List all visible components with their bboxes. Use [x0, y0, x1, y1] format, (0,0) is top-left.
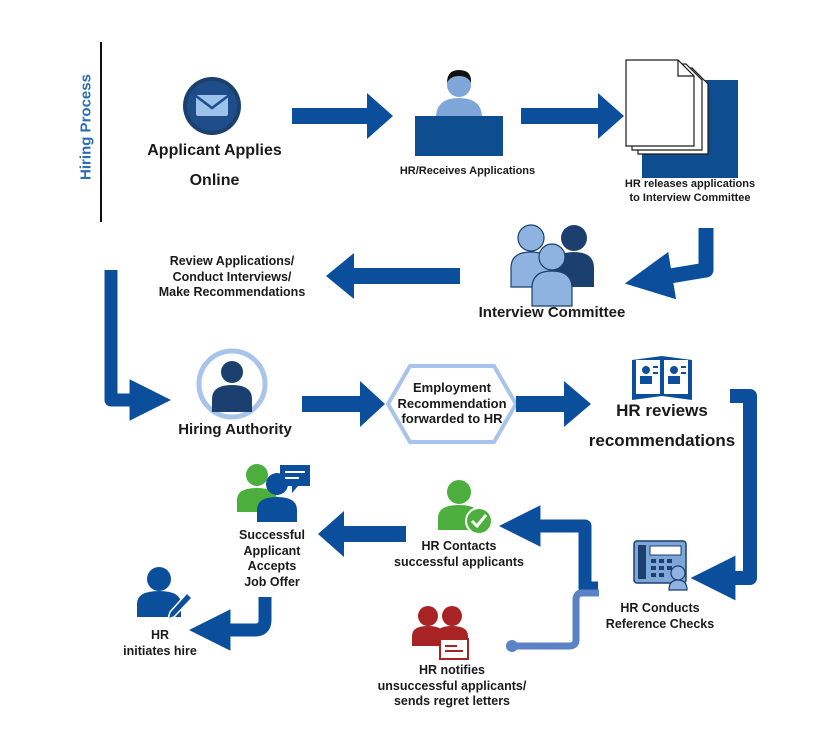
arrow-hexagon-to-hr-reviews — [516, 381, 591, 427]
phone-icon — [633, 540, 688, 591]
hr-receives-label: HR/Receives Applications — [399, 165, 536, 177]
arrow-hr-to-releases — [521, 93, 624, 139]
envelope-icon — [183, 77, 241, 135]
notifies-label: HR notifies unsuccessful applicants/ sen… — [377, 663, 527, 709]
arrow-reference-to-contacts — [498, 505, 598, 595]
accepts-label: Successful Applicant Accepts Job Offer — [238, 528, 305, 589]
receptionist-desk-icon — [415, 70, 503, 156]
review-label: Review Applications/ Conduct Interviews/… — [158, 254, 306, 300]
people-letter-icon — [412, 606, 469, 660]
committee-label: Interview Committee — [478, 304, 626, 321]
arrow-review-to-authority — [104, 270, 172, 421]
arrow-releases-to-committee — [624, 228, 714, 300]
hr-releases-label: HR releases applications to Interview Co… — [624, 178, 756, 204]
person-check-icon — [438, 480, 493, 535]
title-divider — [100, 42, 102, 222]
document-stack-icon — [625, 59, 738, 178]
people-chat-icon — [237, 464, 310, 522]
person-pen-icon — [137, 567, 194, 621]
arrow-authority-to-hexagon — [302, 381, 385, 427]
arrow-accepts-to-initiates — [188, 597, 272, 651]
person-circle-icon — [196, 348, 268, 420]
applicant-label: Applicant Applies Online — [147, 142, 282, 189]
arrow-contacts-to-accepts — [318, 511, 406, 557]
hr-reviews-label: HR reviews recommendations — [588, 401, 736, 450]
reference-checks-label: HR Conducts Reference Checks — [605, 601, 715, 631]
arrow-committee-to-review — [326, 253, 460, 299]
open-book-icon — [632, 356, 692, 400]
group-people-icon — [510, 224, 594, 307]
connector-reference-to-notifies — [506, 589, 599, 652]
hiring-authority-label: Hiring Authority — [178, 421, 292, 438]
arrow-applicant-to-hr — [292, 93, 393, 139]
recommendation-label: Employment Recommendation forwarded to H… — [397, 380, 507, 427]
contacts-label: HR Contacts successful applicants — [394, 539, 524, 569]
arrow-reviews-to-reference — [690, 389, 757, 601]
initiates-label: HR initiates hire — [123, 628, 197, 658]
